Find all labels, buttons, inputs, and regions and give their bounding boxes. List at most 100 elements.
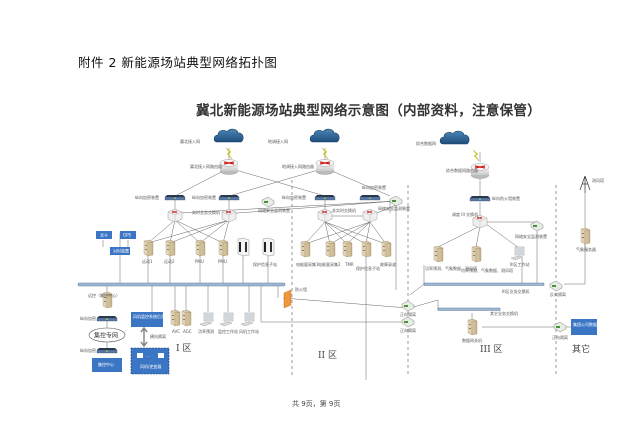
forward-isolation-icon [401,300,415,312]
label-vertical-enc-4: 纵向加密装置 [362,184,386,190]
server-icon [165,239,176,257]
time-sync-box [110,247,130,255]
label-zone2-dev-2: TMR [344,262,354,267]
wind-system-box [131,312,163,327]
zone-label-2: II 区 [318,350,337,361]
switch-icon [221,208,237,223]
forward-isolation-icon [401,316,415,328]
cloud-jibei-access-icon [213,128,244,143]
label-zone2-dev-0: 电能量采集1 [296,261,319,267]
server-icon [433,245,444,263]
vertical-encryption-icon [359,194,381,201]
workstation-icon [240,312,255,327]
label-enc-a: 纵向加密 [80,315,96,321]
workstation-icon [219,312,234,327]
label-data-gateway: 数据网关机 [462,337,482,343]
label-integrated-router: 综合数据网路由器 [446,167,478,173]
label-integrated-data: 综合数据网 [416,140,436,146]
label-zone3-dev-2: III区工作站 [510,261,530,267]
ellipsis: … [146,353,150,358]
vertical-encryption-icon [469,195,491,202]
label-isolation-fwd-3: 正向隔离 [552,334,568,340]
label-zone1-dev-4: 保护信息子站 [253,261,277,267]
zone3-bus [423,282,545,286]
zone-label-3: III 区 [480,344,503,355]
label-vertical-enc-int: 纵向防火墙装置 [492,195,520,201]
label-zone1-bus-0: AVC [172,329,180,334]
label-vertical-enc-1: 纵向加密装置 [135,194,159,200]
label-zone3-bus: III区业务交换机 [502,288,530,294]
label-zone1-dev-0: 远动1 [142,258,153,264]
label-gps: GPS [123,233,132,238]
label-zone3-dev-0: 功率预测、气象数据、测风塔 [425,265,477,271]
zone-label-1: I 区 [176,343,191,354]
label-vertical-enc-3: 纵向加密装置 [282,194,306,200]
vertical-encryption-icon [218,194,240,201]
label-zone3-other-bus: 其它业务交换机 [490,310,518,316]
vertical-encryption-icon [164,194,186,201]
router-icon [315,158,335,176]
document-heading: 附件 2 新能源场站典型网络拓扑图 [78,55,278,70]
vertical-encryption-icon [96,315,118,322]
zone3-other-bus [437,307,501,311]
label-firewall: 防火墙 [295,286,307,292]
beidou-box [96,231,112,239]
network-monitor-icon [261,196,275,208]
server-icon [361,240,372,258]
firewall-icon [283,289,292,309]
label-zone2-switch: 非实时交换机 [332,207,356,213]
label-anemometer: 测风塔 [592,177,604,183]
label-net-monitor-3: 网络安全监测装置 [515,233,547,239]
workstation-icon [199,312,214,327]
lightning-link-icon [472,149,480,162]
turbine-icon [158,353,164,358]
label-zone3-switch: 调度 III 交换机 [452,211,478,217]
label-zone1-bus-2: 功率预测 [198,328,214,334]
label-net-monitor-1: 网络安全监测装置 [258,207,290,213]
vertical-encryption-icon [314,194,336,201]
server-icon [143,239,154,257]
zone-dividers [291,180,557,375]
server-icon [195,239,206,257]
label-zone2-dev-3: 保护信息子站 [356,265,380,271]
weather-server-icon [580,227,591,245]
label-enc-b: 纵向加密 [80,347,96,353]
label-beidou: 北斗 [100,232,108,238]
zone-label-other: 其它 [572,343,590,355]
label-isolation-fwd-2: 正向隔离 [400,327,416,333]
label-wind-system: 风机监控系统后台 [133,313,165,319]
switch-icon [362,208,378,223]
zone1-bus [77,282,286,287]
server-icon [181,309,192,327]
label-horizontal-isolation: 横向隔离 [150,333,166,339]
label-zone1-dev-3: PMU [218,259,227,264]
label-zone1-bus-4: 风机工作站 [239,328,259,334]
rack-server-icon [237,237,250,257]
control-private-network-cloud [88,327,126,343]
label-time-device: 对时装置 [113,248,129,254]
server-icon [342,240,353,258]
label-zone1-bus-1: AGC [183,329,192,334]
label-zone1-bus-3: 监控工作站 [218,328,238,334]
antenna-tower-icon [579,175,591,193]
server-icon [218,239,229,257]
label-wind-group: 风机/逆变器 [140,363,161,369]
label-isolation-rev: 反向隔离 [550,291,566,297]
data-gateway-server-icon [467,318,478,336]
cloud-dispatch-access-icon [309,128,340,143]
label-jibei-access: 冀北接入网 [180,138,200,144]
label-zone1-switch: 实时业务交换机 [192,209,220,215]
gps-box [120,231,136,239]
turbine-icon [137,353,143,358]
label-net-monitor-2: 网络安全监测装置 [378,205,410,211]
label-zone2-dev-1: 电能量采集2 [318,261,341,267]
network-monitor-icon [530,220,544,232]
server-icon [325,240,336,258]
bus-bars [77,282,545,311]
server-icon [471,245,482,263]
reverse-isolation-icon [549,280,563,292]
label-zone3-dev-1: 功率预测、气象数据、测风塔 [461,267,513,273]
rack-server-icon [262,237,275,257]
label-company-center: 集团公司数据中心 [573,321,605,327]
